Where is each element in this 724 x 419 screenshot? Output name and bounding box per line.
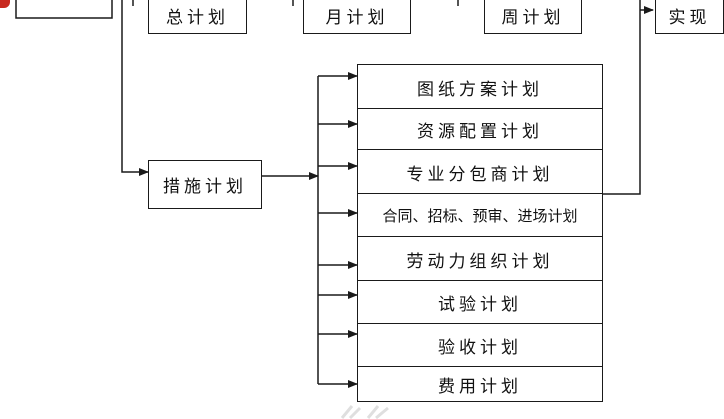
sub-plan-drawing: 图纸方案计划 — [357, 64, 603, 110]
weekly-plan-label: 周计划 — [501, 7, 565, 28]
weekly-plan-box: 周计划 — [484, 0, 582, 34]
sub-plan-label: 图纸方案计划 — [417, 79, 543, 100]
measures-plan-label: 措施计划 — [163, 177, 247, 197]
monthly-plan-box: 月计划 — [303, 0, 411, 34]
sub-plan-label: 合同、招标、预审、进场计划 — [382, 207, 578, 225]
total-plan-box: 总计划 — [148, 0, 247, 34]
sub-plan-cost: 费用计划 — [357, 366, 603, 402]
measures-plan-box: 措施计划 — [148, 160, 262, 209]
realize-label: 实现 — [668, 7, 711, 28]
total-plan-label: 总计划 — [166, 7, 229, 28]
sub-plan-label: 验收计划 — [438, 338, 522, 358]
realize-box: 实现 — [655, 0, 724, 34]
logo-mark — [0, 0, 10, 8]
sub-plan-labor: 劳动力组织计划 — [357, 236, 603, 282]
sub-plan-label: 费用计划 — [438, 376, 522, 397]
connector-to-realize — [603, 0, 641, 195]
watermark-mark — [340, 405, 389, 419]
sub-plan-label: 劳动力组织计划 — [406, 251, 554, 272]
sub-plan-label: 试验计划 — [438, 295, 522, 315]
sub-plan-subcontractor: 专业分包商计划 — [357, 149, 603, 195]
sub-plan-acceptance: 验收计划 — [357, 323, 603, 368]
sub-plan-test: 试验计划 — [357, 280, 603, 325]
sub-plan-label: 专业分包商计划 — [406, 164, 554, 185]
sub-plan-label: 资源配置计划 — [417, 122, 543, 142]
top-left-box-edge — [15, 0, 113, 19]
sub-plan-resource: 资源配置计划 — [357, 108, 603, 151]
connector-to-measures — [121, 0, 149, 176]
monthly-plan-label: 月计划 — [325, 7, 389, 28]
sub-plan-contract: 合同、招标、预审、进场计划 — [357, 193, 603, 238]
